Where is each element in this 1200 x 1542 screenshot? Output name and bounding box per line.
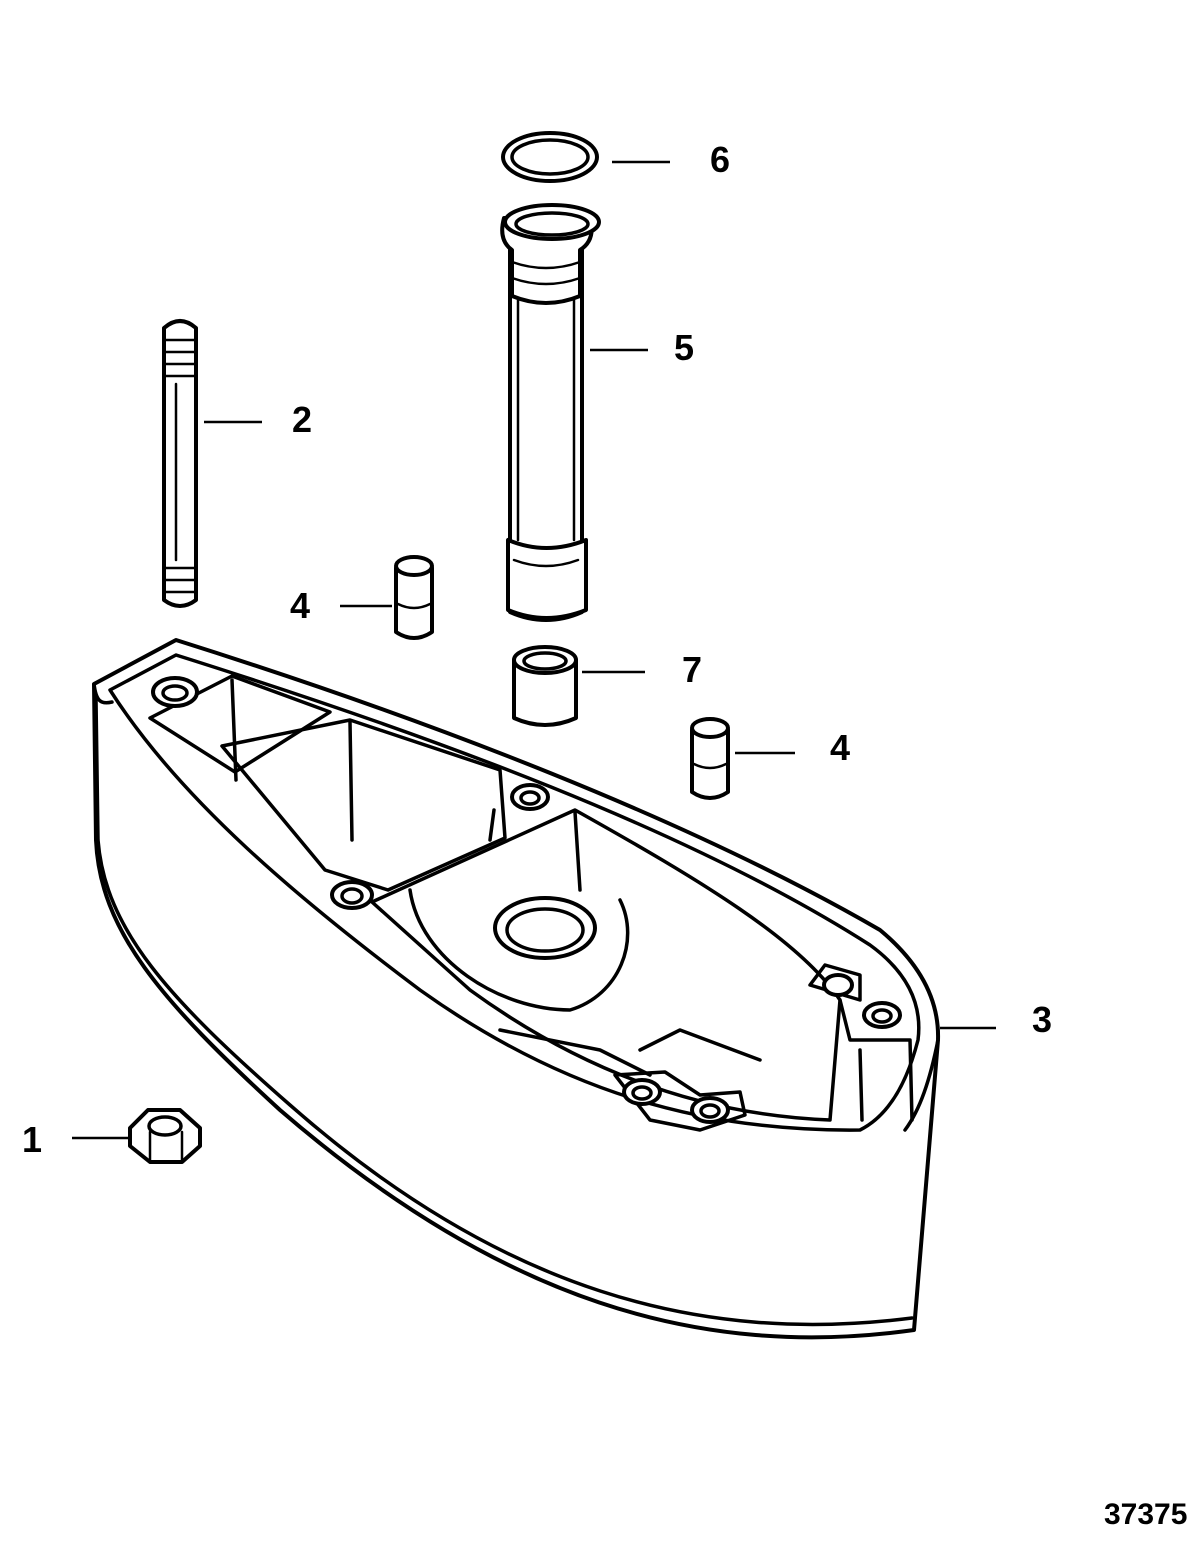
nut-part[interactable] bbox=[128, 1108, 202, 1164]
o-ring-part[interactable] bbox=[501, 131, 599, 183]
callout-1: 1 bbox=[22, 1119, 43, 1160]
callout-6: 6 bbox=[710, 139, 731, 180]
stud-part[interactable] bbox=[162, 319, 198, 608]
water-tube-part[interactable] bbox=[500, 203, 601, 622]
callout-2: 2 bbox=[292, 399, 313, 440]
callout-7: 7 bbox=[682, 649, 703, 690]
bushing-part[interactable] bbox=[512, 645, 578, 727]
callout-5: 5 bbox=[674, 327, 695, 368]
dowel-pin-upper-part[interactable] bbox=[394, 555, 434, 640]
callout-4-upper: 4 bbox=[290, 585, 311, 626]
spacer-plate-part[interactable] bbox=[92, 638, 941, 1340]
dowel-pin-lower-part[interactable] bbox=[690, 717, 730, 800]
callout-3: 3 bbox=[1032, 999, 1053, 1040]
figure-number: 37375 bbox=[1104, 1498, 1188, 1531]
callout-4-lower: 4 bbox=[830, 727, 851, 768]
